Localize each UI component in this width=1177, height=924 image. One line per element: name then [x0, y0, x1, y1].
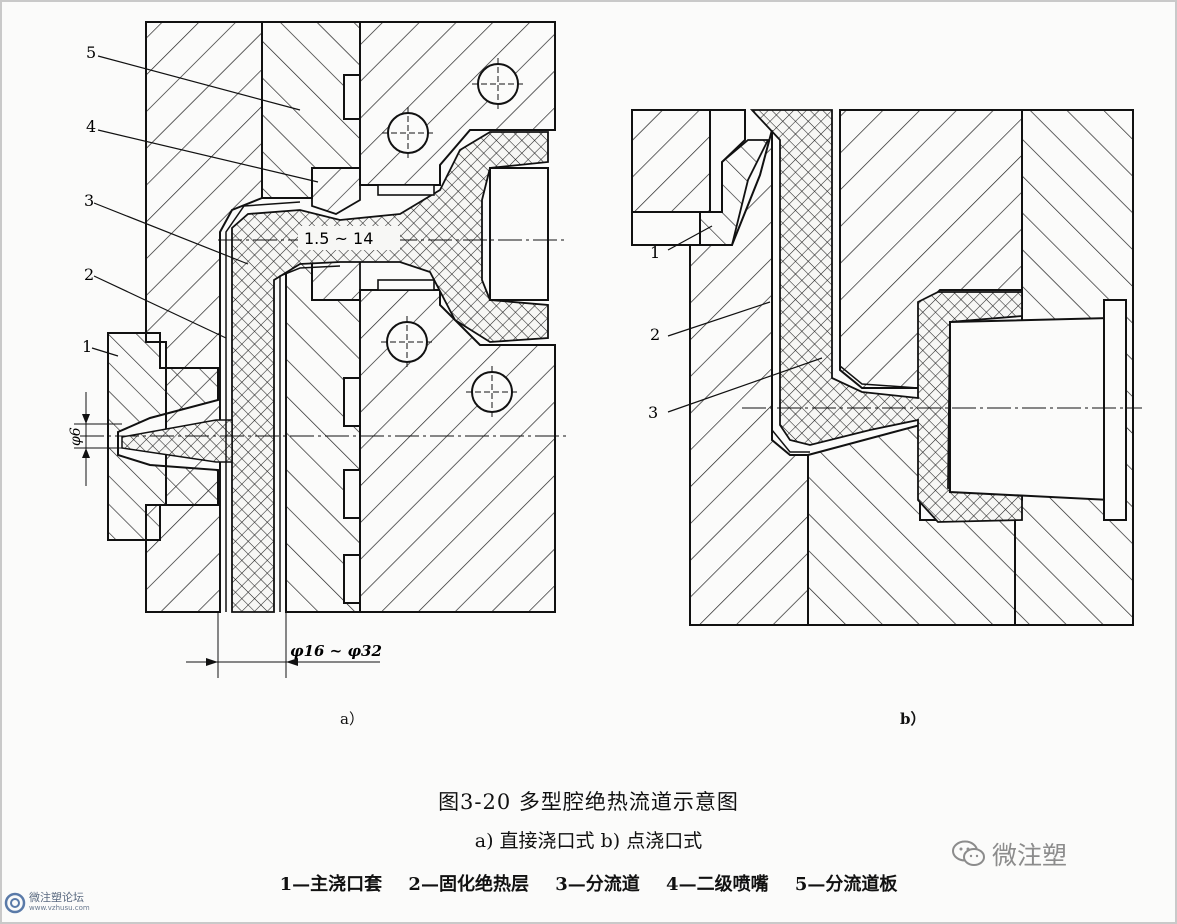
key-block-3 — [343, 469, 361, 519]
key-block-6 — [377, 279, 435, 291]
figure-title: 图3-20 多型腔绝热流道示意图 — [438, 790, 739, 814]
panel-b-insert — [1103, 299, 1127, 521]
panel-b-insulating-layer — [771, 130, 810, 453]
legend-item-2: 2—固化绝热层 — [408, 874, 529, 895]
panel-a-drawing — [74, 21, 568, 678]
part-number-1: 1 — [82, 337, 92, 356]
secondary-nozzle — [311, 167, 361, 215]
sprue-bushing — [107, 332, 219, 541]
panel-b-leader-3 — [667, 357, 823, 413]
cavity-opening — [489, 167, 549, 301]
bolt-hole-4 — [466, 366, 518, 418]
panel-b-label: b） — [900, 710, 926, 728]
panel-b-leader-2 — [667, 301, 771, 337]
panel-b-drawing — [631, 109, 1142, 626]
insulating-layer — [225, 201, 301, 612]
panel-b-part-number-2: 2 — [650, 325, 660, 344]
leader-1 — [91, 347, 119, 357]
wechat-icon — [952, 840, 985, 866]
watermark-left: 微注塑论坛 www.vzhusu.com — [4, 892, 90, 914]
legend-item-1: 1—主浇口套 — [279, 874, 383, 895]
forum-logo-icon — [4, 892, 26, 914]
sprue-melt — [121, 419, 233, 463]
figure-subtitle: a) 直接浇口式 b) 点浇口式 — [474, 830, 703, 852]
legend-item-3: 3—分流道 — [555, 874, 640, 895]
insulating-layer-inner — [279, 265, 341, 612]
key-block-5 — [377, 184, 435, 196]
watermark-left-name: 微注塑论坛 — [29, 891, 84, 904]
key-block-1 — [343, 74, 361, 120]
watermark-left-url: www.vzhusu.com — [29, 904, 90, 912]
key-block-2 — [343, 377, 361, 427]
legend-item-5: 5—分流道板 — [794, 874, 898, 895]
figure-legend: 1—主浇口套 2—固化绝热层 3—分流道 4—二级喷嘴 5—分流道板 — [0, 870, 1177, 896]
watermark-right-text: 微注塑 — [992, 841, 1068, 870]
part-number-4: 4 — [86, 117, 96, 136]
dim-gap-text: 1.5 ~ 14 — [304, 229, 373, 248]
bolt-hole-1 — [382, 107, 434, 159]
leader-2 — [93, 275, 227, 339]
panel-a-label: a） — [340, 710, 364, 728]
panel-b-part-number-1: 1 — [650, 243, 660, 262]
panel-b-cavity — [949, 316, 1111, 502]
dim-gate-text: φ6 — [68, 427, 84, 446]
part-number-5: 5 — [86, 43, 96, 62]
part-number-3: 3 — [84, 191, 94, 210]
key-block-4 — [343, 554, 361, 604]
watermark-right: 微注塑 — [952, 836, 1067, 872]
legend-item-4: 4—二级喷嘴 — [666, 874, 769, 895]
panel-b-part-number-3: 3 — [648, 403, 658, 422]
leader-5 — [97, 55, 301, 111]
bolt-hole-3 — [381, 316, 433, 368]
panel-b-left-plate — [689, 129, 809, 626]
panel-b-leader-1 — [667, 225, 713, 251]
bolt-hole-2 — [472, 58, 524, 110]
dim-diameter-text: φ16 ~ φ32 — [290, 642, 382, 660]
part-number-2: 2 — [84, 265, 94, 284]
leader-3 — [93, 202, 249, 265]
panel-b-insulating-layer-inner — [839, 110, 919, 389]
leader-4 — [97, 129, 319, 183]
